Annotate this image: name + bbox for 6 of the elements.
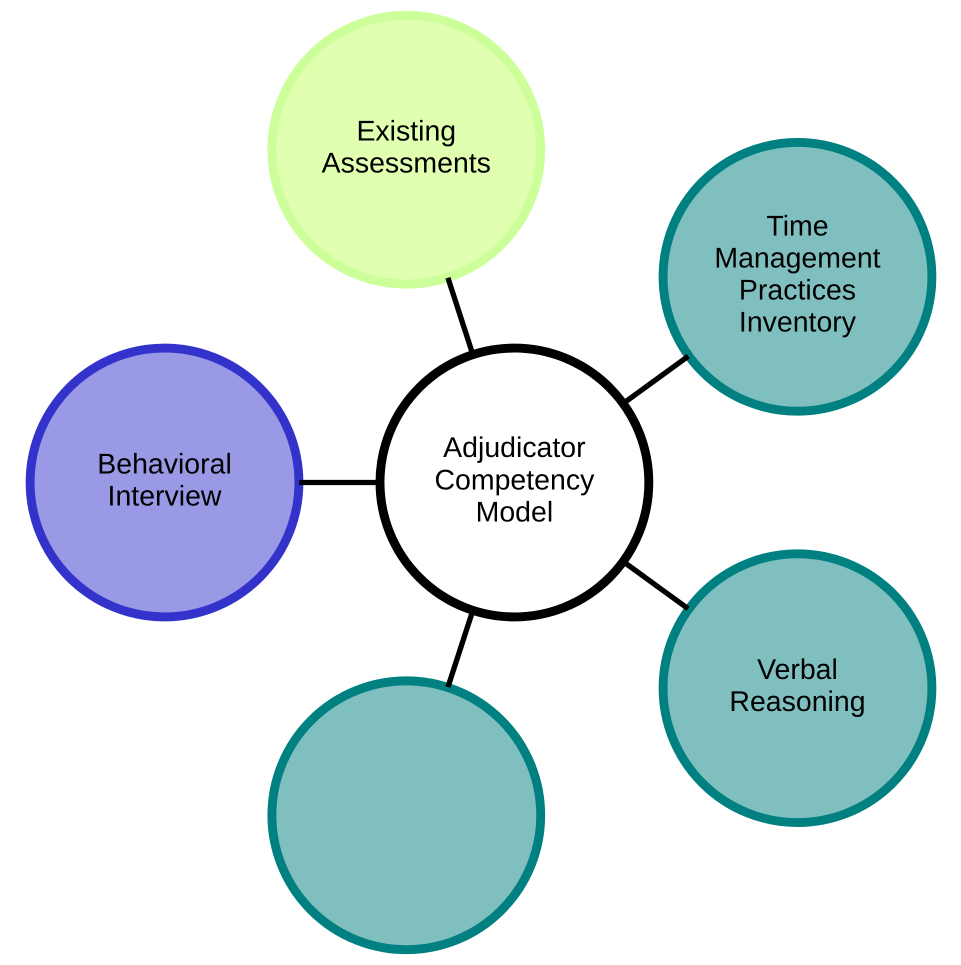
node-circle: Behavioral Interview — [25, 344, 303, 622]
node-circle: Existing Assessments — [266, 10, 545, 289]
node-circle: Adjudicator Competency Model — [375, 344, 653, 622]
node-circle: Time Management Practices Inventory — [658, 138, 936, 416]
node-circle: Verbal Reasoning — [658, 549, 936, 828]
node-circle — [266, 676, 545, 954]
